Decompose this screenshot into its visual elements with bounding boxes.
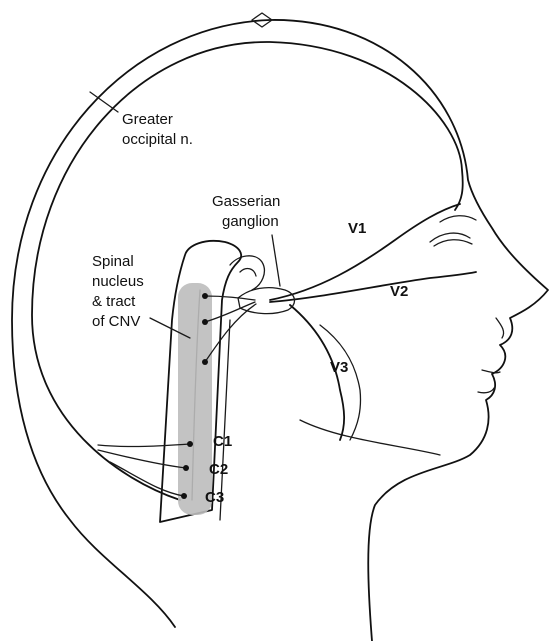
c1-root	[98, 444, 190, 447]
c3-dot	[181, 493, 187, 499]
eye-lid	[434, 240, 472, 246]
ganglion-leader	[272, 235, 280, 286]
spinal-tract-highlight	[178, 283, 212, 515]
c2-dot	[183, 465, 189, 471]
label-c3: C3	[205, 489, 224, 506]
label-v3: V3	[330, 359, 348, 376]
trigeminal-root-1	[205, 296, 255, 300]
root-dot-3	[202, 359, 208, 365]
head-outline	[12, 20, 548, 641]
label-c1: C1	[213, 433, 232, 450]
v1-branch	[270, 204, 460, 300]
label-v2: V2	[390, 283, 408, 300]
label-greater-occipital: Greater occipital n.	[122, 111, 193, 148]
root-dot-1	[202, 293, 208, 299]
jaw-contour	[300, 420, 440, 455]
nostril	[496, 318, 504, 338]
label-v1: V1	[348, 220, 366, 237]
c3-root	[110, 462, 184, 496]
ear-outline	[230, 256, 264, 290]
c1-dot	[187, 441, 193, 447]
label-spinal-nucleus: Spinal nucleus & tract of CNV	[92, 253, 148, 330]
c2-root	[98, 450, 186, 468]
greater-occipital-nerve	[32, 42, 463, 500]
trigeminal-root-2	[205, 302, 255, 322]
cheek-contour	[320, 325, 361, 440]
label-c2: C2	[209, 461, 228, 478]
root-dot-2	[202, 319, 208, 325]
label-gasserian-ganglion: Gasserian ganglion	[212, 193, 285, 230]
lower-lip	[478, 388, 494, 393]
v2-branch	[270, 272, 476, 302]
ear-inner	[240, 269, 256, 276]
eyebrow	[440, 216, 476, 222]
